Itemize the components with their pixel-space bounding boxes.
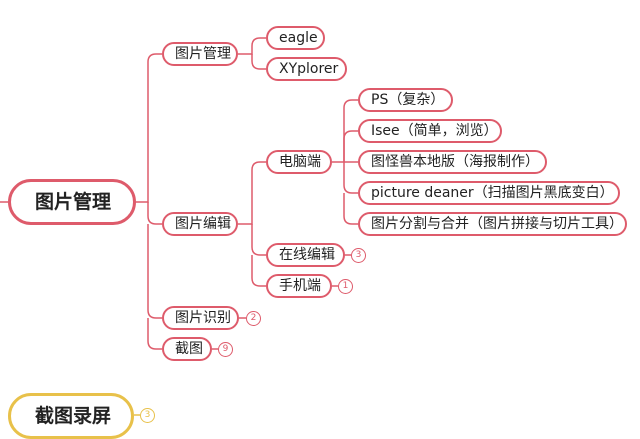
link-root-manage bbox=[136, 53, 162, 203]
branch-image-recognize[interactable]: 图片识别 bbox=[162, 306, 239, 330]
node-picture-deaner[interactable]: picture deaner（扫描图片黑底变白） bbox=[358, 181, 620, 205]
badge-mobile-count[interactable]: 1 bbox=[338, 279, 353, 294]
branch-screenshot[interactable]: 截图 bbox=[162, 337, 212, 361]
link-root-recognize bbox=[147, 224, 162, 319]
link-edit-desktop bbox=[238, 161, 266, 225]
link-desktop-picturedeaner bbox=[343, 162, 358, 194]
badge-recognize-count[interactable]: 2 bbox=[246, 311, 261, 326]
node-desktop[interactable]: 电脑端 bbox=[266, 150, 332, 174]
branch-image-manage[interactable]: 图片管理 bbox=[162, 42, 238, 66]
node-ps[interactable]: PS（复杂） bbox=[358, 88, 453, 112]
node-isee[interactable]: Isee（简单，浏览） bbox=[358, 119, 502, 143]
branch-image-edit[interactable]: 图片编辑 bbox=[162, 212, 238, 236]
link-edit-online bbox=[251, 224, 266, 256]
link-root-edit bbox=[147, 202, 162, 225]
node-mobile[interactable]: 手机端 bbox=[266, 274, 332, 298]
connector-lines bbox=[0, 37, 358, 416]
link-desktop-split bbox=[343, 193, 358, 225]
node-online-edit[interactable]: 在线编辑 bbox=[266, 243, 345, 267]
link-root-screenshot bbox=[147, 318, 162, 350]
badge-screenshot-count[interactable]: 9 bbox=[218, 342, 233, 357]
node-xyplorer[interactable]: XYplorer bbox=[266, 57, 347, 81]
badge-online-count[interactable]: 3 bbox=[351, 248, 366, 263]
link-edit-mobile bbox=[251, 255, 266, 287]
root-node[interactable]: 图片管理 bbox=[8, 179, 136, 225]
node-tuguaishou[interactable]: 图怪兽本地版（海报制作） bbox=[358, 150, 547, 174]
node-eagle[interactable]: eagle bbox=[266, 26, 325, 50]
link-desktop-isee bbox=[343, 130, 358, 162]
link-manage-eagle bbox=[238, 37, 266, 55]
second-root-node[interactable]: 截图录屏 bbox=[8, 393, 134, 439]
link-manage-xyplorer bbox=[251, 54, 266, 70]
node-image-split-merge[interactable]: 图片分割与合并（图片拼接与切片工具） bbox=[358, 212, 627, 236]
link-desktop-ps bbox=[332, 99, 358, 163]
